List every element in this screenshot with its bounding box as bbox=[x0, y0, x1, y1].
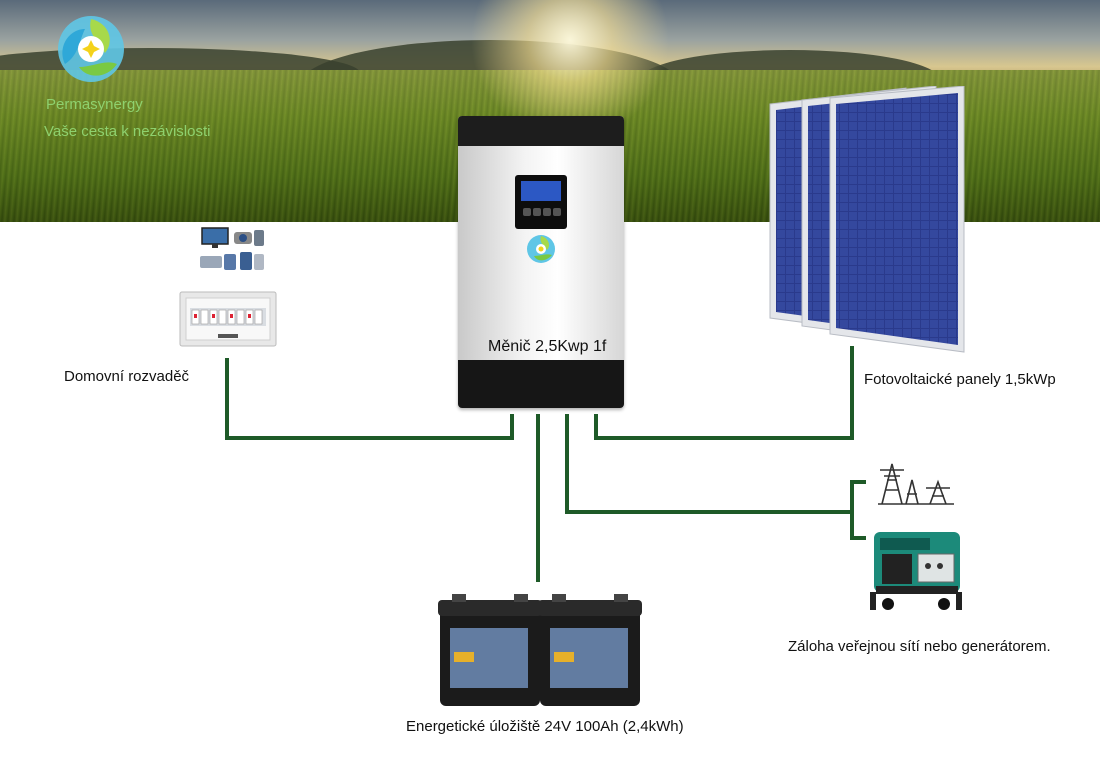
power-pylons-icon bbox=[878, 463, 954, 505]
inverter-icon bbox=[458, 116, 624, 408]
inverter-button bbox=[543, 208, 551, 216]
switchboard-icon bbox=[179, 291, 277, 347]
generator-icon bbox=[870, 532, 962, 610]
battery-icon bbox=[438, 594, 642, 706]
inverter-logo-icon bbox=[527, 235, 555, 263]
inverter-label: Měnič 2,5Kwp 1f bbox=[488, 338, 607, 355]
brand-tagline: Vaše cesta k nezávislosti bbox=[44, 123, 211, 140]
logo-icon bbox=[58, 16, 124, 82]
brand-name: Permasynergy bbox=[46, 96, 143, 113]
inverter-base bbox=[458, 360, 624, 408]
solar-panels-icon bbox=[769, 86, 965, 353]
storage-label: Energetické úložiště 24V 100Ah (2,4kWh) bbox=[406, 718, 684, 735]
inverter-top bbox=[458, 116, 624, 146]
board-label: Domovní rozvaděč bbox=[64, 368, 190, 385]
devices-icon bbox=[200, 227, 264, 270]
inverter-lcd bbox=[521, 181, 561, 201]
inverter-button bbox=[533, 208, 541, 216]
wire-board-inverter bbox=[225, 358, 514, 440]
inverter-button bbox=[553, 208, 561, 216]
panels-label: Fotovoltaické panely 1,5kWp bbox=[864, 371, 1056, 388]
backup-label: Záloha veřejnou sítí nebo generátorem. bbox=[788, 638, 1051, 655]
wire-backup-branch bbox=[850, 480, 866, 540]
wire-inverter-backup bbox=[565, 414, 852, 514]
wire-inverter-panels bbox=[594, 346, 854, 440]
inverter-button bbox=[523, 208, 531, 216]
inverter-display bbox=[515, 175, 567, 229]
